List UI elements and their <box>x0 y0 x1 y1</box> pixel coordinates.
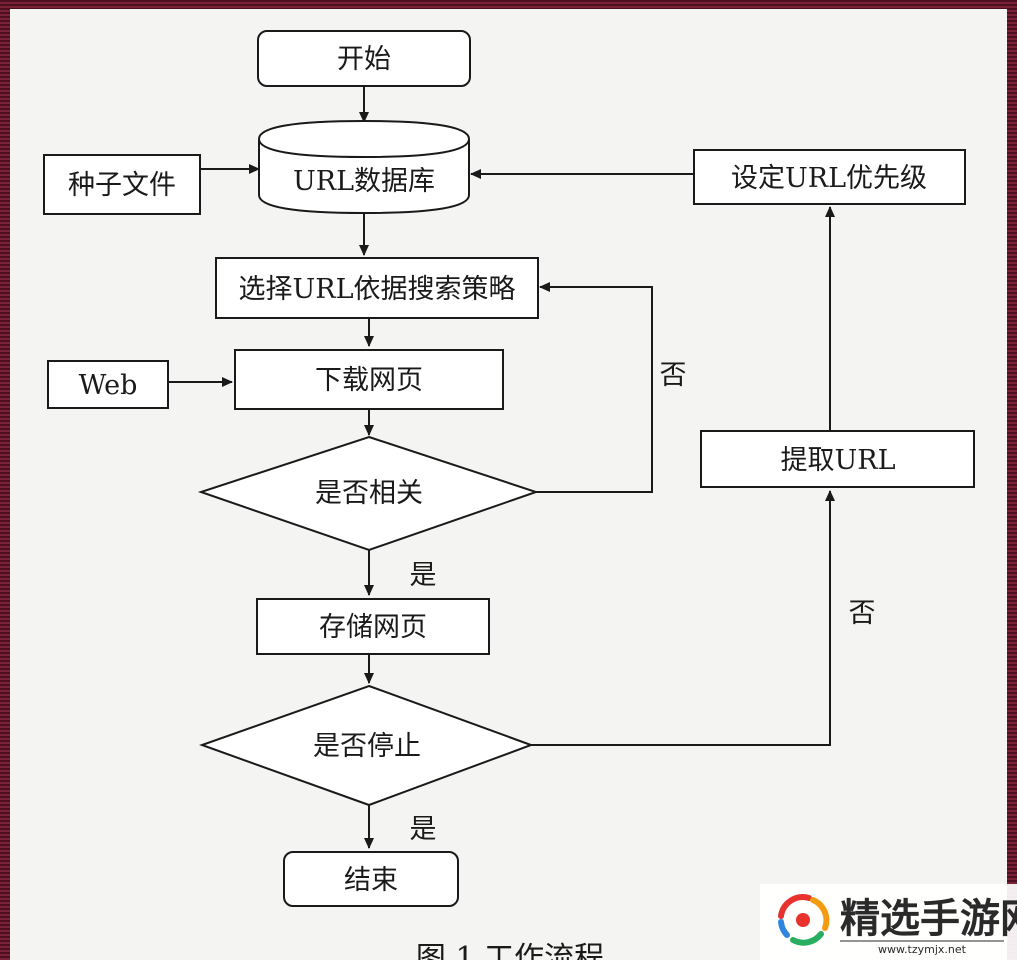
set-priority-label: 设定URL优先级 <box>731 163 927 194</box>
end-label: 结束 <box>344 865 398 896</box>
edge-label-relevant-no: 否 <box>660 360 687 391</box>
store-page-label: 存储网页 <box>319 612 427 643</box>
watermark-url: www.tzymjx.net <box>878 943 967 956</box>
node-is-relevant: 是否相关 <box>197 435 540 552</box>
web-label: Web <box>79 370 138 401</box>
node-end: 结束 <box>283 851 459 907</box>
seed-file-label: 种子文件 <box>68 170 176 201</box>
watermark-swirl-icon <box>778 894 830 946</box>
node-set-priority: 设定URL优先级 <box>693 149 966 205</box>
connectors <box>168 86 835 849</box>
node-is-stop: 是否停止 <box>199 684 534 807</box>
watermark-logo: 精选手游网 www.tzymjx.net <box>760 884 1017 960</box>
node-seed-file: 种子文件 <box>43 154 201 215</box>
node-url-database: URL数据库 <box>257 119 471 215</box>
edge-stop-no <box>531 490 835 746</box>
extract-url-label: 提取URL <box>780 445 895 476</box>
watermark-text: 精选手游网 <box>840 896 1017 942</box>
edge-relevant-no-loop <box>536 282 653 493</box>
is-relevant-label: 是否相关 <box>315 478 423 509</box>
select-url-label: 选择URL依据搜索策略 <box>238 274 515 305</box>
node-web: Web <box>47 360 169 409</box>
node-extract-url: 提取URL <box>700 430 975 488</box>
node-start: 开始 <box>257 30 471 87</box>
start-label: 开始 <box>337 44 391 75</box>
url-database-label: URL数据库 <box>293 166 435 197</box>
is-stop-label: 是否停止 <box>313 731 421 762</box>
edge-label-stop-no: 否 <box>849 598 876 629</box>
node-select-url: 选择URL依据搜索策略 <box>215 257 539 319</box>
node-download-page: 下载网页 <box>234 349 504 410</box>
node-store-page: 存储网页 <box>256 598 490 655</box>
edge-label-relevant-yes: 是 <box>410 560 437 591</box>
figure-caption: 图 1 工作流程 <box>416 941 604 960</box>
download-page-label: 下载网页 <box>315 365 423 396</box>
edge-label-stop-yes: 是 <box>410 814 437 845</box>
